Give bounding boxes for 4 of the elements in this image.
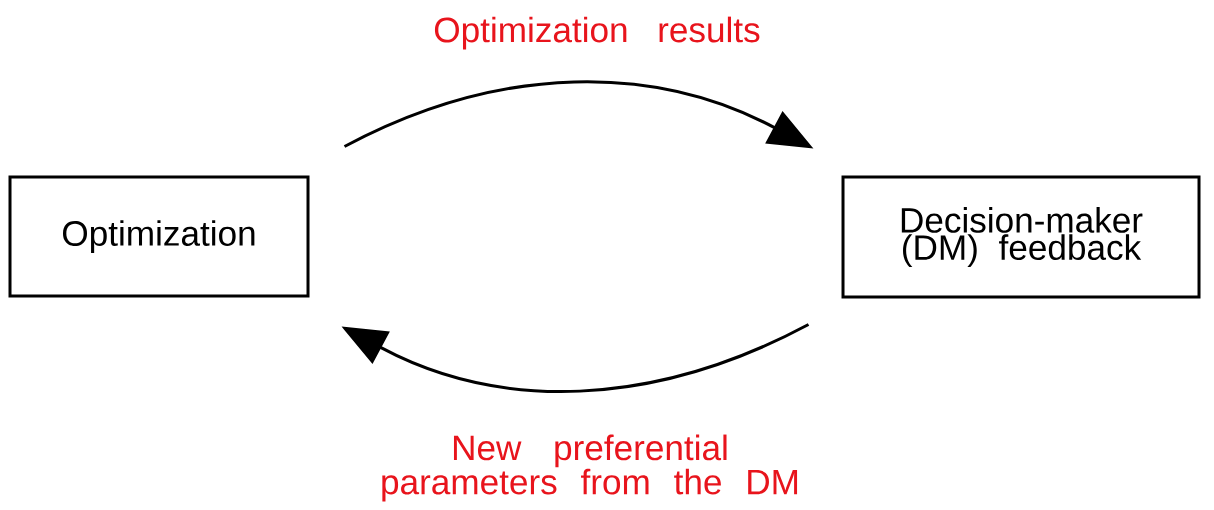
process-box: Optimization <box>8 175 310 298</box>
edge-label: Optimization results <box>434 16 760 50</box>
process-box: Decision-maker (DM) feedback <box>841 175 1201 299</box>
edge-label: New preferential parameters from the DM <box>382 434 798 502</box>
